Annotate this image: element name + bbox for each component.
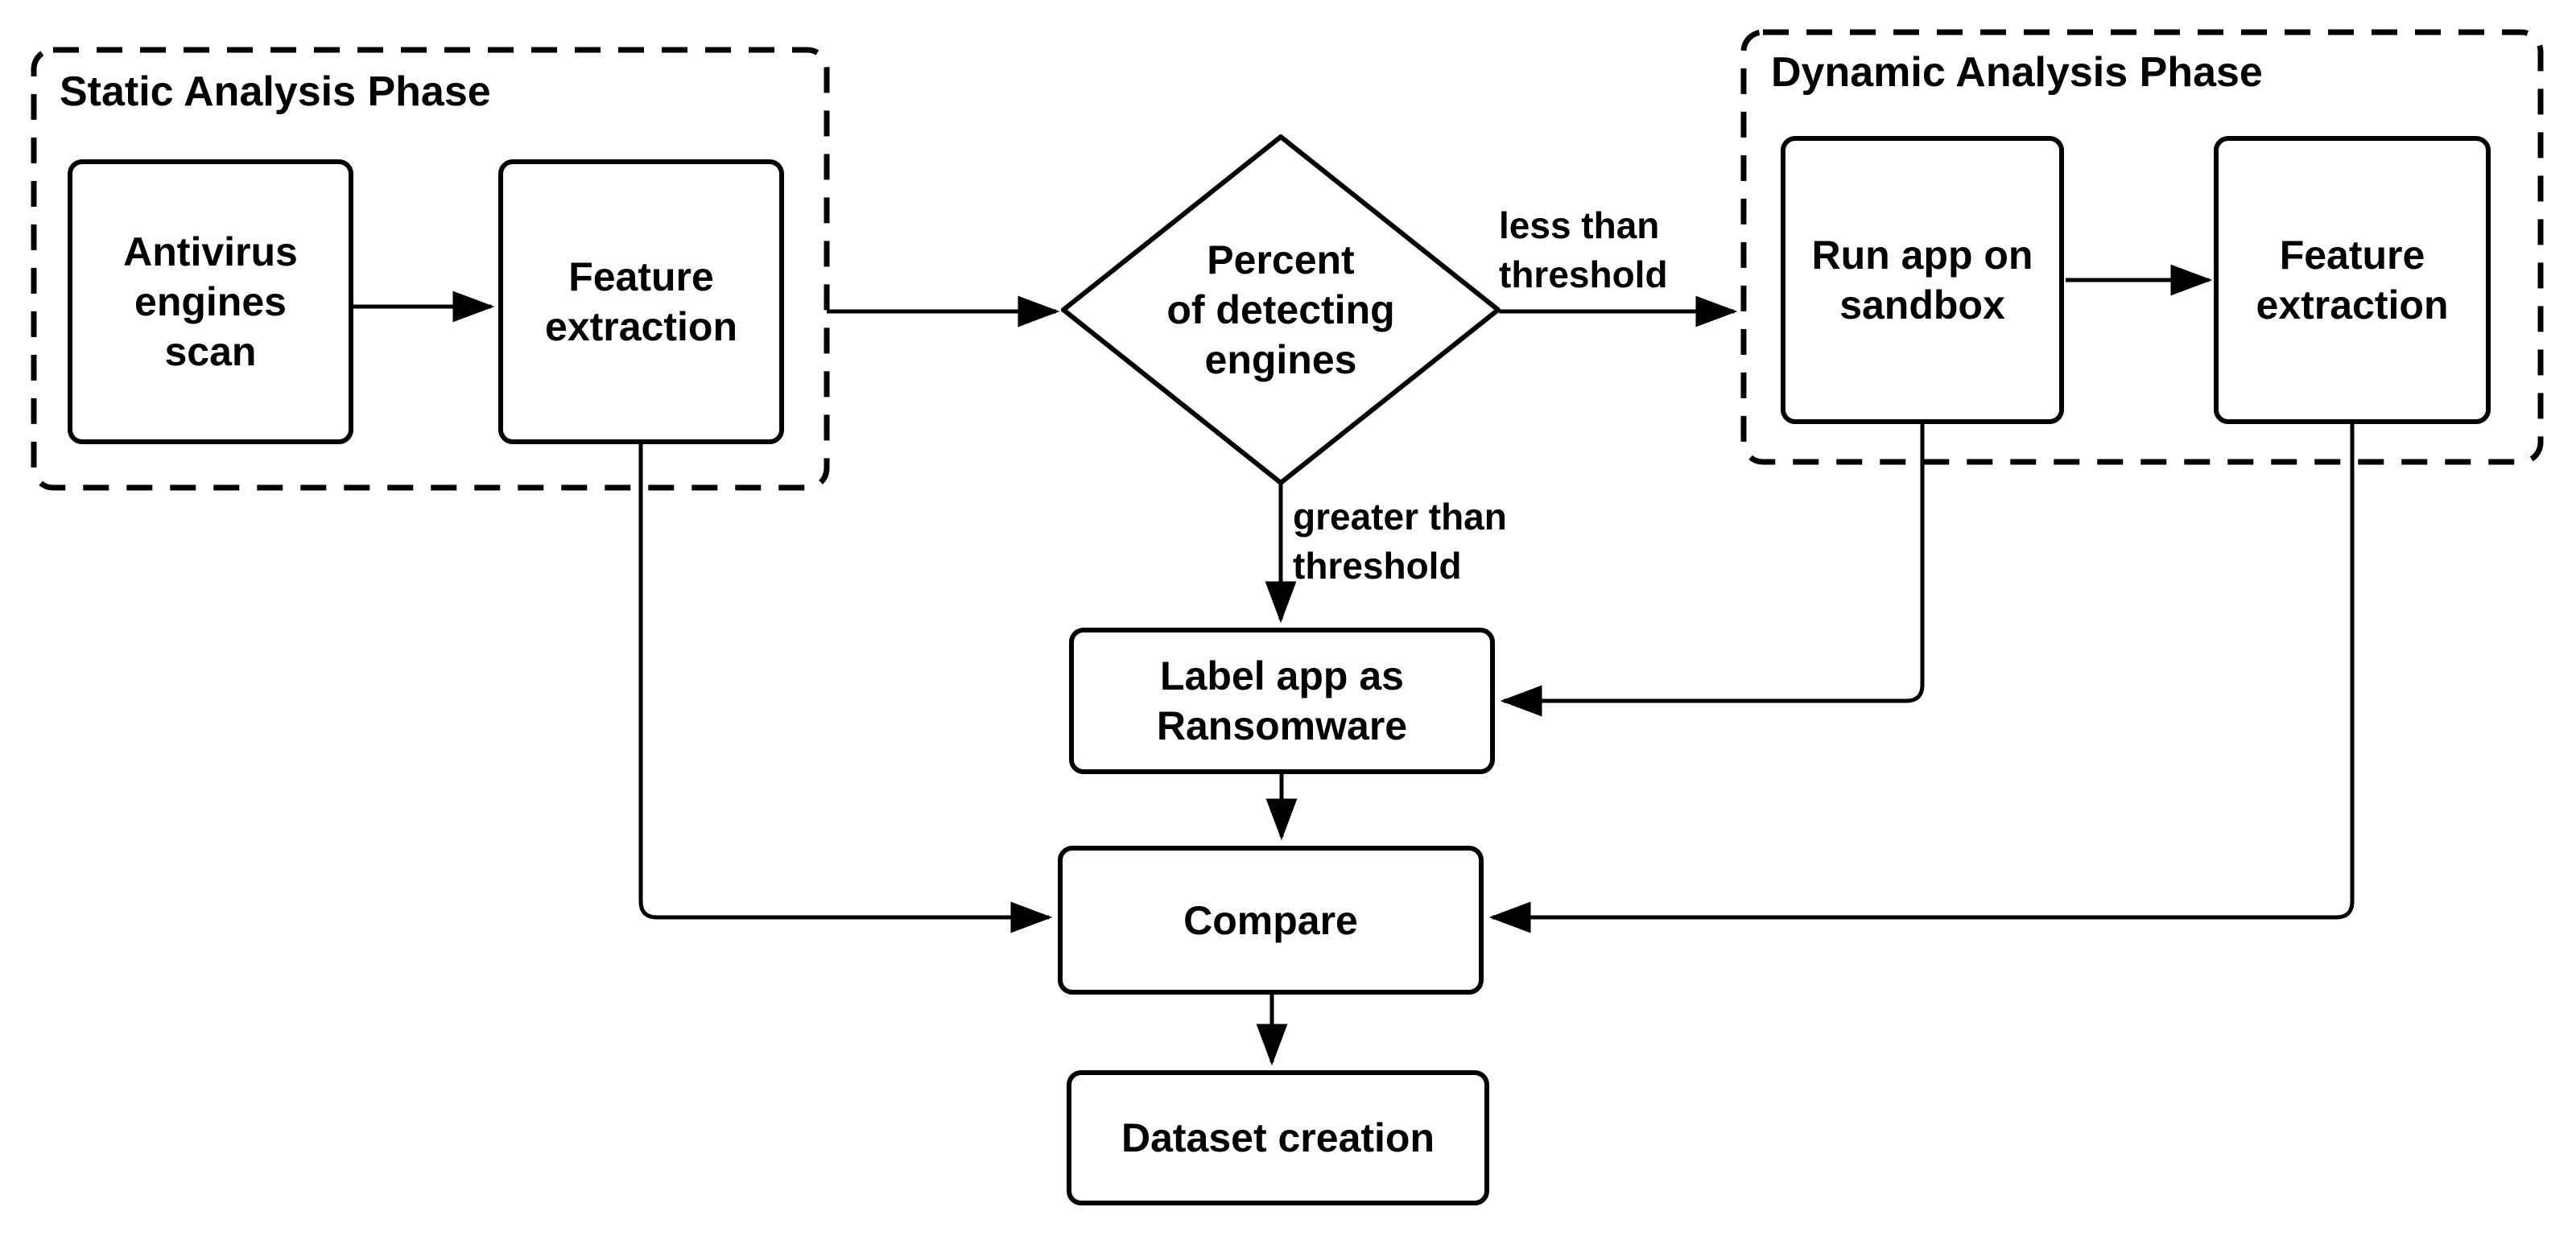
edge-static-feature-extraction-to-compare: [638, 444, 1053, 933]
node-compare: Compare: [1058, 846, 1484, 995]
node-dynamic-feature-extraction-label: Feature extraction: [2256, 233, 2449, 328]
edge-label-greater-than-threshold: greater than threshold: [1293, 496, 1507, 587]
node-run-app-on-sandbox-label: Run app on sandbox: [1811, 233, 2033, 328]
node-static-feature-extraction-label: Feature extraction: [545, 254, 737, 349]
node-label-app-as-ransomware-label: Label app as Ransomware: [1156, 653, 1408, 748]
node-dataset-creation: Dataset creation: [1067, 1070, 1489, 1205]
node-static-feature-extraction: Feature extraction: [498, 159, 784, 444]
static-phase-border: [31, 47, 830, 491]
node-dynamic-feature-extraction: Feature extraction: [2214, 136, 2491, 424]
node-dataset-creation-label: Dataset creation: [1121, 1115, 1435, 1160]
decision-diamond-shape: [1061, 134, 1501, 485]
decision-diamond-label: Percent of detecting engines: [1166, 237, 1395, 382]
dynamic-phase-border: [1740, 29, 2544, 465]
edge-run-sandbox-to-label-ransomware: [1500, 424, 1925, 717]
dynamic-phase-title: Dynamic Analysis Phase: [1771, 49, 2263, 96]
node-run-app-on-sandbox: Run app on sandbox: [1781, 136, 2064, 424]
edge-label-less-than-threshold: less than threshold: [1499, 204, 1668, 295]
node-compare-label: Compare: [1183, 897, 1358, 943]
node-antivirus-engines-scan: Antivirus engines scan: [68, 159, 353, 444]
static-phase-title: Static Analysis Phase: [60, 68, 491, 115]
node-label-app-as-ransomware: Label app as Ransomware: [1069, 628, 1495, 774]
edge-dynamic-feature-extraction-to-compare: [1488, 424, 2355, 933]
node-antivirus-engines-scan-label: Antivirus engines scan: [123, 229, 298, 374]
